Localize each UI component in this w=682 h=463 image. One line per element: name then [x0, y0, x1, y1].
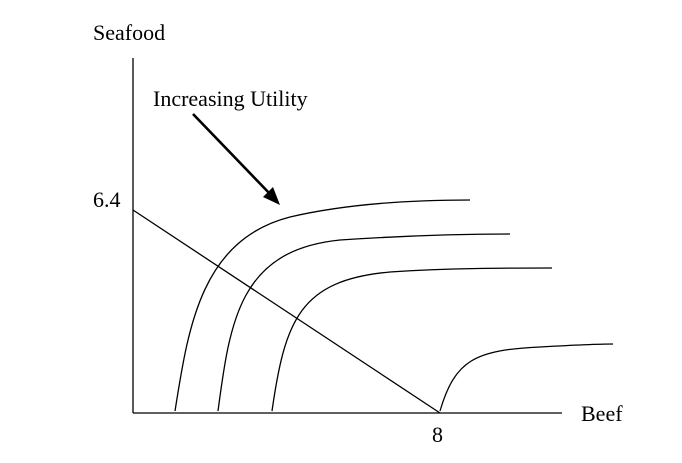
budget-line: [132, 209, 441, 414]
increasing-utility-annotation: Increasing Utility: [153, 86, 308, 111]
indifference-curve-2: [217, 233, 511, 412]
utility-arrow-head-icon: [263, 187, 280, 205]
indifference-curve-3: [271, 267, 553, 412]
x-intercept-label: 8: [432, 422, 443, 447]
indifference-curve-4: [439, 343, 614, 412]
indifference-curve-1: [174, 199, 471, 412]
utility-arrow-shaft: [192, 113, 273, 197]
y-intercept-label: 6.4: [93, 187, 121, 212]
y-axis-label: Seafood: [93, 20, 165, 45]
x-axis-label: Beef: [581, 401, 623, 426]
